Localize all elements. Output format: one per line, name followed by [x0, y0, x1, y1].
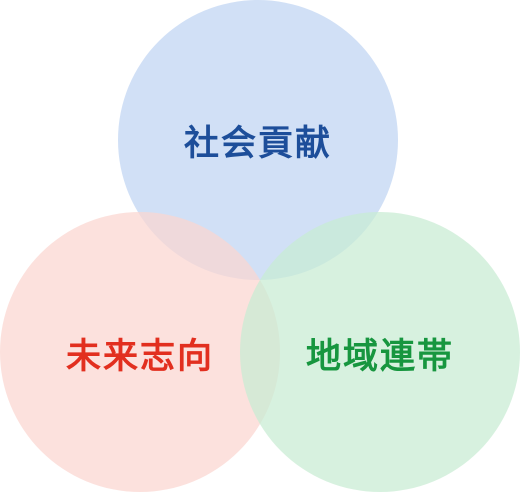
circle-future [0, 212, 280, 492]
circle-regional [240, 212, 520, 492]
label-regional: 地域連帯 [306, 337, 454, 377]
label-future: 未来志向 [66, 337, 214, 377]
circle-social [118, 0, 398, 280]
label-social: 社会貢献 [184, 124, 332, 164]
